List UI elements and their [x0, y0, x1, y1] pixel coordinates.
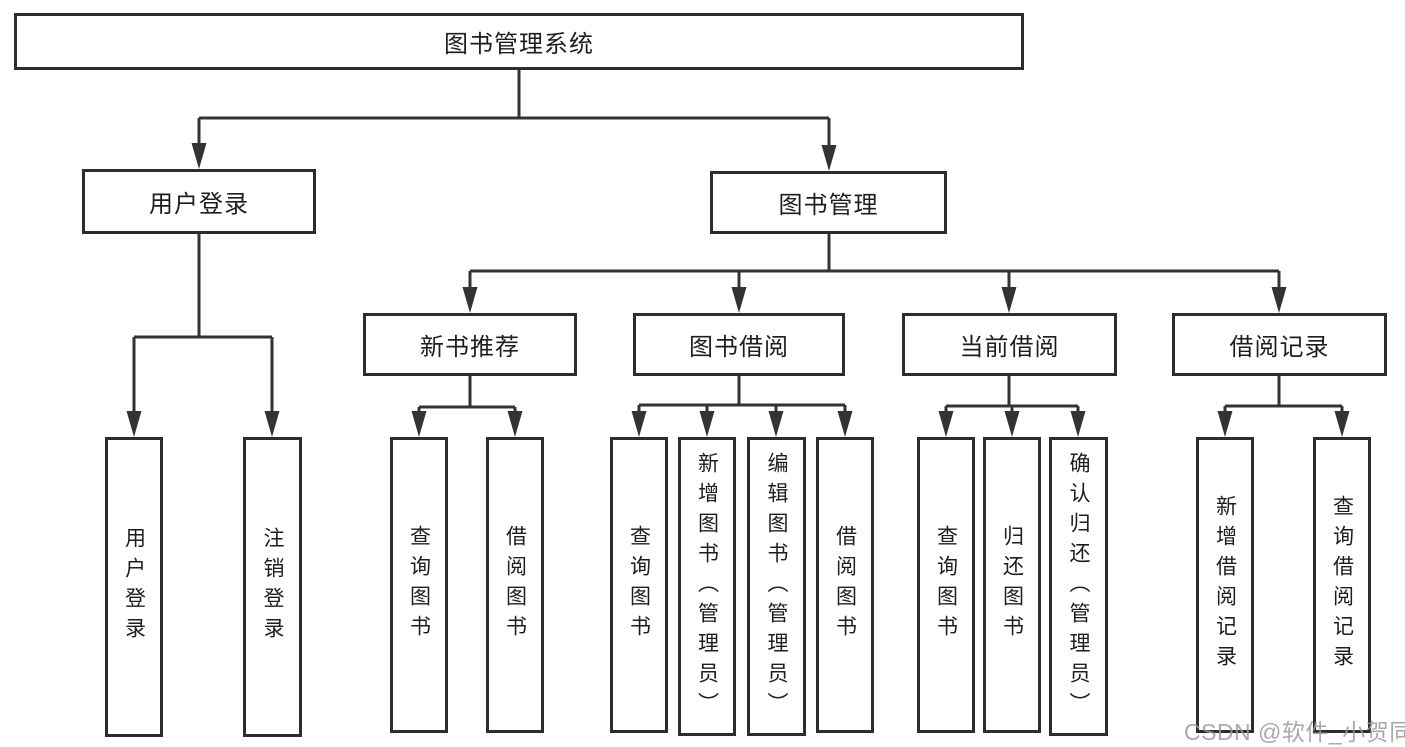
node-borrow-records: 借阅记录: [1172, 313, 1387, 376]
node-current-borrow: 当前借阅: [902, 313, 1117, 376]
leaf-borrow-query-books: 查询图书: [610, 437, 668, 733]
node-label: 用户登录: [122, 527, 146, 647]
arrow-down-icon: [126, 411, 142, 437]
arrow-down-icon: [1070, 411, 1086, 437]
node-label: 当前借阅: [959, 334, 1060, 361]
arrow-down-icon: [699, 411, 715, 437]
node-root: 图书管理系统: [14, 13, 1024, 70]
node-book-management: 图书管理: [710, 171, 947, 234]
arrow-down-icon: [462, 287, 478, 313]
node-label: 新书推荐: [420, 334, 520, 361]
node-label: 图书管理系统: [444, 31, 594, 58]
arrow-down-icon: [1271, 287, 1287, 313]
node-user-login-group: 用户登录: [82, 169, 316, 234]
tree-edges: [132, 69, 1344, 416]
node-label: 新增图书（管理员）: [695, 451, 719, 722]
node-label: 确认归还（管理员）: [1067, 451, 1090, 722]
arrow-down-icon: [1334, 411, 1350, 437]
arrow-down-icon: [768, 411, 784, 437]
node-label: 用户登录: [149, 191, 249, 218]
arrow-down-icon: [1001, 287, 1017, 313]
arrowheads: [126, 143, 1350, 437]
node-label: 借阅图书: [833, 525, 857, 645]
arrow-down-icon: [264, 411, 280, 437]
leaf-records-add-record: 新增借阅记录: [1196, 437, 1254, 733]
arrow-down-icon: [631, 411, 647, 437]
leaf-current-return-books: 归还图书: [983, 437, 1041, 733]
arrow-down-icon: [731, 287, 747, 313]
node-book-borrow: 图书借阅: [633, 313, 845, 376]
node-label: 查询借阅记录: [1330, 495, 1354, 675]
leaf-rec-borrow-books: 借阅图书: [486, 437, 544, 733]
leaf-rec-query-books: 查询图书: [390, 437, 448, 733]
node-label: 图书借阅: [689, 334, 789, 361]
node-label: 新增借阅记录: [1213, 495, 1237, 675]
node-label: 查询图书: [627, 525, 651, 645]
node-label: 查询图书: [407, 525, 431, 645]
node-label: 借阅记录: [1229, 334, 1330, 361]
leaf-borrow-edit-books-admin: 编辑图书（管理员）: [747, 437, 806, 736]
leaf-current-query-books: 查询图书: [917, 437, 975, 733]
csdn-watermark: CSDN @软件_小贺同学: [1184, 719, 1405, 745]
leaf-user-login: 用户登录: [105, 437, 163, 737]
node-label: 查询图书: [934, 525, 958, 645]
leaf-records-query-record: 查询借阅记录: [1313, 437, 1371, 733]
leaf-borrow-add-books-admin: 新增图书（管理员）: [678, 437, 736, 736]
arrow-down-icon: [1004, 411, 1020, 437]
leaf-borrow-borrow-books: 借阅图书: [816, 437, 874, 733]
node-label: 注销登录: [261, 527, 284, 647]
leaf-logout: 注销登录: [243, 437, 302, 737]
node-label: 图书管理: [778, 192, 879, 219]
arrow-down-icon: [821, 145, 837, 171]
arrow-down-icon: [411, 411, 427, 437]
arrow-down-icon: [837, 411, 853, 437]
arrow-down-icon: [1217, 411, 1233, 437]
node-new-book-recommend: 新书推荐: [363, 313, 577, 376]
arrow-down-icon: [507, 411, 523, 437]
node-label: 编辑图书（管理员）: [765, 451, 788, 722]
arrow-down-icon: [938, 411, 954, 437]
leaf-current-confirm-return-admin: 确认归还（管理员）: [1049, 437, 1108, 736]
node-label: 借阅图书: [503, 525, 527, 645]
node-label: 归还图书: [1000, 525, 1024, 645]
arrow-down-icon: [191, 143, 207, 169]
